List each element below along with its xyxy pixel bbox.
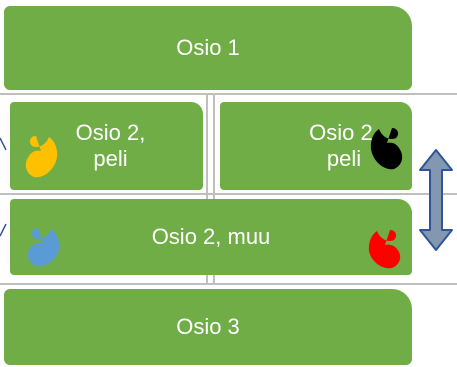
frame-line-top (0, 93, 457, 95)
panel-osio-2-peli-right-line2: peli (326, 146, 362, 171)
panel-osio-3: Osio 3 (4, 289, 412, 365)
yellow-player-icon (25, 136, 58, 178)
panel-osio-2-peli-left-line2: peli (93, 146, 128, 171)
frame-line-middle (0, 193, 457, 195)
left-edge-arrow-down-icon (0, 223, 7, 237)
panel-osio-3-label: Osio 3 (176, 313, 240, 339)
panel-osio-2-peli-right-line1: Osio 2, (309, 119, 379, 145)
blue-player-icon (27, 228, 60, 267)
frame-line-vertical-b (213, 93, 215, 285)
panel-osio-2-muu: Osio 2, muu (10, 199, 412, 275)
frame-line-vertical-a (206, 93, 208, 285)
panel-osio-1-label: Osio 1 (176, 34, 240, 60)
black-player-icon (370, 128, 403, 170)
left-edge-arrow-up-icon (0, 137, 7, 151)
frame-line-lower (0, 283, 457, 285)
panel-osio-1: Osio 1 (4, 6, 412, 90)
red-player-icon (368, 230, 401, 269)
panel-osio-2-muu-label: Osio 2, muu (151, 223, 271, 249)
double-arrow-vertical-icon (419, 149, 453, 251)
panel-osio-2-peli-left-line1: Osio 2, (75, 119, 146, 145)
